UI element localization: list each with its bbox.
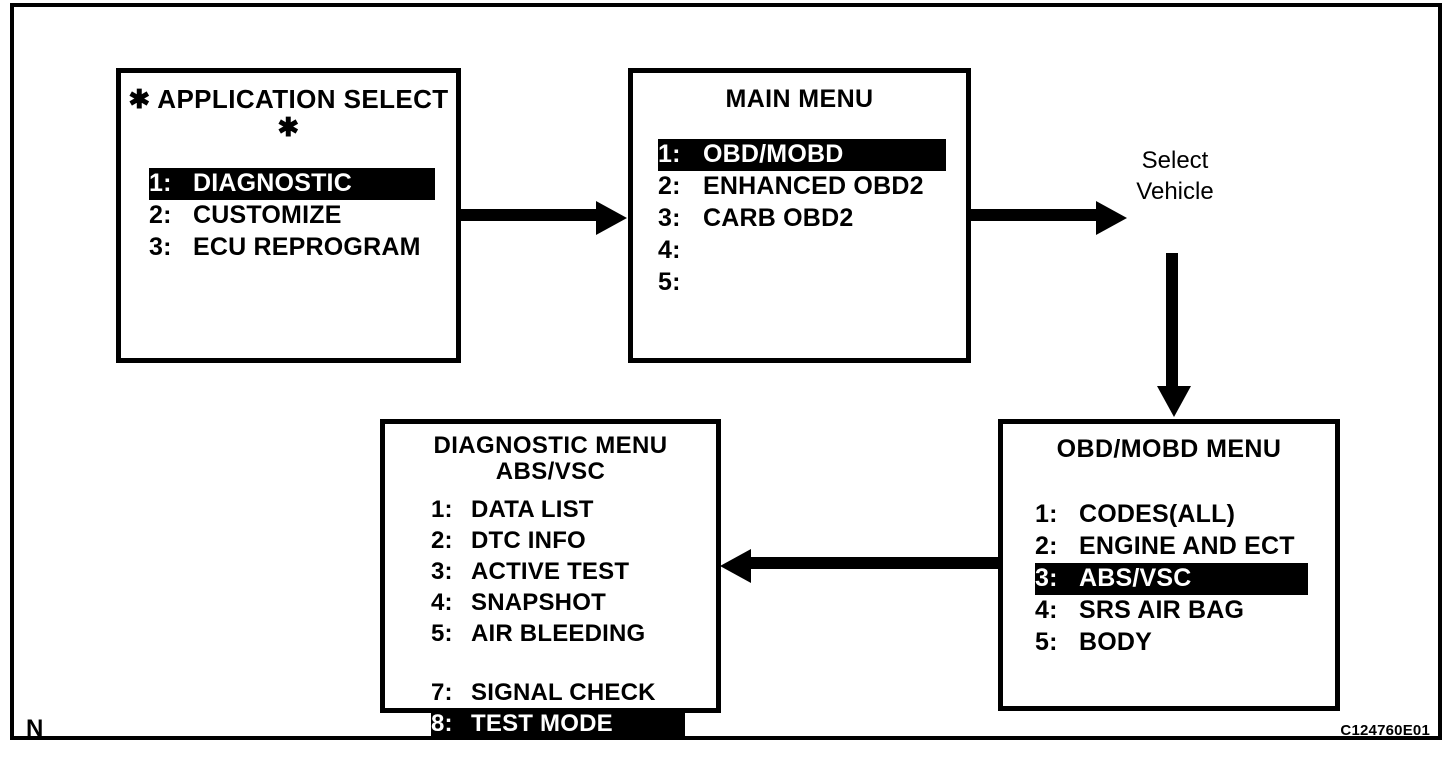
- menu-item[interactable]: 3: ABS/VSC: [1035, 563, 1308, 595]
- menu-item-label: TEST MODE: [471, 709, 613, 737]
- menu-item-label: CODES(ALL): [1079, 500, 1236, 528]
- menu-item-label: OBD/MOBD: [703, 140, 844, 168]
- menu-item[interactable]: 4: SRS AIR BAG: [1035, 595, 1308, 627]
- menu-item-label: DATA LIST: [471, 495, 594, 523]
- menu-item-index: 1:: [658, 140, 681, 168]
- menu-item-label: ENHANCED OBD2: [703, 172, 924, 200]
- screen-obd-mobd-menu: OBD/MOBD MENU 1: CODES(ALL) 2: ENGINE AND E…: [998, 419, 1340, 711]
- arrow-head-right-icon: [1096, 201, 1127, 235]
- menu-item-index: 5:: [658, 268, 681, 296]
- menu-item-index: 1:: [149, 169, 172, 198]
- arrow-shaft: [461, 209, 598, 221]
- menu-item[interactable]: 8: TEST MODE: [431, 708, 685, 740]
- menu-list: 1: DIAGNOSTIC 2: CUSTOMIZE 3: ECU REPROGRAM: [149, 168, 456, 264]
- page-mark-n: N: [26, 715, 44, 742]
- screen-title: ✱ APPLICATION SELECT ✱: [128, 84, 449, 143]
- menu-item-index: 5:: [1035, 628, 1058, 656]
- menu-spacer: [431, 650, 685, 678]
- arrow-obd-mobd-menu-to-diagnostic-menu: [720, 549, 998, 583]
- menu-item-label: ABS/VSC: [1079, 564, 1192, 592]
- menu-item[interactable]: 1: DIAGNOSTIC: [149, 168, 435, 201]
- arrow-shaft: [750, 557, 998, 569]
- menu-item-index: 1:: [1035, 500, 1058, 528]
- menu-item[interactable]: 3: CARB OBD2: [658, 203, 946, 235]
- menu-item-index: 2:: [658, 172, 681, 200]
- screen-application-select: ✱ APPLICATION SELECT ✱ 1: DIAGNOSTIC 2: CUS…: [116, 68, 461, 363]
- menu-item-index: 8:: [431, 709, 453, 737]
- menu-list: 1: OBD/MOBD 2: ENHANCED OBD2 3: CARB OBD2 4: 5:: [658, 139, 966, 299]
- menu-item-label: ECU REPROGRAM: [193, 233, 421, 262]
- menu-item-index: 7:: [431, 678, 453, 706]
- menu-item[interactable]: 5:: [658, 267, 946, 299]
- menu-list: 1: DATA LIST 2: DTC INFO 3: ACTIVE TEST 4: SNAP…: [431, 495, 716, 740]
- screen-main-menu: MAIN MENU 1: OBD/MOBD 2: ENHANCED OBD2 3: CAR…: [628, 68, 971, 363]
- figure-border: [10, 3, 1442, 740]
- menu-item-label: CARB OBD2: [703, 204, 854, 232]
- menu-item-index: 5:: [431, 619, 453, 647]
- menu-item-index: 2:: [149, 201, 172, 230]
- screen-title: MAIN MENU: [725, 85, 874, 113]
- menu-item-label: DIAGNOSTIC: [193, 169, 352, 198]
- arrow-head-left-icon: [720, 549, 751, 583]
- menu-item[interactable]: 2: DTC INFO: [431, 526, 685, 557]
- arrow-application-select-to-main-menu: [461, 201, 629, 235]
- menu-item-index: 3:: [149, 233, 172, 262]
- label-select-vehicle: Select Vehicle: [1136, 147, 1214, 206]
- menu-item[interactable]: 5: AIR BLEEDING: [431, 619, 685, 650]
- menu-item-label: SNAPSHOT: [471, 588, 606, 616]
- menu-item-label: ACTIVE TEST: [471, 557, 630, 585]
- menu-item[interactable]: 3: ACTIVE TEST: [431, 557, 685, 588]
- menu-item[interactable]: 1: DATA LIST: [431, 495, 685, 526]
- screen-title: OBD/MOBD MENU: [1056, 435, 1282, 463]
- arrow-select-vehicle-to-obd-mobd-menu: [1157, 253, 1191, 419]
- arrow-main-menu-to-select-vehicle: [971, 201, 1131, 235]
- menu-item-index: 1:: [431, 495, 453, 523]
- figure-code: C124760E01: [1340, 722, 1430, 739]
- arrow-head-right-icon: [596, 201, 627, 235]
- menu-item-label: CUSTOMIZE: [193, 201, 342, 230]
- menu-item[interactable]: 2: ENHANCED OBD2: [658, 171, 946, 203]
- menu-item-index: 3:: [658, 204, 681, 232]
- menu-item[interactable]: 5: BODY: [1035, 627, 1308, 659]
- arrow-shaft: [1166, 253, 1178, 389]
- menu-item[interactable]: 3: ECU REPROGRAM: [149, 232, 435, 264]
- arrow-head-down-icon: [1157, 386, 1191, 417]
- menu-item-label: AIR BLEEDING: [471, 619, 646, 647]
- screen-diagnostic-menu: DIAGNOSTIC MENU ABS/VSC 1: DATA LIST 2: DTC…: [380, 419, 721, 740]
- arrow-shaft: [971, 209, 1098, 221]
- menu-item-index: 4:: [431, 588, 453, 616]
- menu-item-label: DTC INFO: [471, 526, 586, 554]
- menu-item[interactable]: 4: SNAPSHOT: [431, 588, 685, 619]
- menu-item-label: SIGNAL CHECK: [471, 678, 656, 706]
- menu-item-index: 4:: [1035, 596, 1058, 624]
- menu-item-label: SRS AIR BAG: [1079, 596, 1245, 624]
- menu-item[interactable]: 2: ENGINE AND ECT: [1035, 531, 1308, 563]
- menu-item[interactable]: 4:: [658, 235, 946, 267]
- menu-item-index: 3:: [431, 557, 453, 585]
- menu-item-index: 4:: [658, 236, 681, 264]
- screen-title: DIAGNOSTIC MENU ABS/VSC: [433, 432, 668, 485]
- menu-item[interactable]: 1: OBD/MOBD: [658, 139, 946, 171]
- menu-item[interactable]: 7: SIGNAL CHECK: [431, 678, 685, 709]
- menu-item-index: 3:: [1035, 564, 1058, 592]
- menu-item-index: 2:: [1035, 532, 1058, 560]
- menu-item-label: ENGINE AND ECT: [1079, 532, 1295, 560]
- menu-item-index: 2:: [431, 526, 453, 554]
- menu-item-label: BODY: [1079, 628, 1153, 656]
- menu-list: 1: CODES(ALL) 2: ENGINE AND ECT 3: ABS/VSC 4: S…: [1035, 499, 1335, 659]
- menu-item[interactable]: 2: CUSTOMIZE: [149, 200, 435, 232]
- menu-item[interactable]: 1: CODES(ALL): [1035, 499, 1308, 531]
